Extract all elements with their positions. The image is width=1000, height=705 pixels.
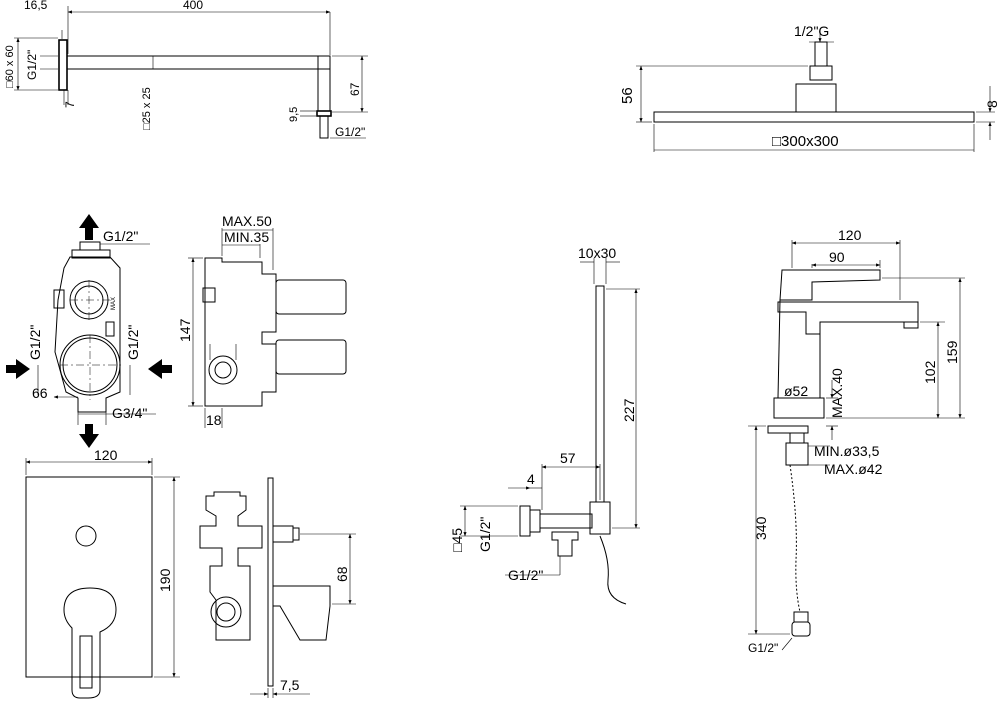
dim-159: 159 xyxy=(944,340,960,364)
dim-max-40: MAX.40 xyxy=(829,368,845,418)
dim-rail-g12-b: G1/2" xyxy=(508,567,543,583)
dim-rail-g12-a: G1/2" xyxy=(477,517,493,552)
dim-valve-g12-right: G1/2" xyxy=(125,325,141,360)
dim-18: 18 xyxy=(206,412,222,428)
hand-shower-rail: 10x30 227 57 4 □45 G1/2" G1/2" xyxy=(449,245,640,605)
dim-16-5: 16,5 xyxy=(24,0,48,12)
dim-7-5: 7,5 xyxy=(280,677,300,693)
valve-max-mark: MAX xyxy=(111,297,117,310)
dim-square-25: □25 x 25 xyxy=(141,87,153,130)
dim-4: 4 xyxy=(527,471,535,487)
dim-max-50: MAX.50 xyxy=(222,213,272,229)
dim-400: 400 xyxy=(183,0,203,12)
dim-340: 340 xyxy=(753,516,769,540)
dim-basin-90: 90 xyxy=(829,249,845,265)
dim-g12-wall: G1/2" xyxy=(25,50,39,80)
dim-102: 102 xyxy=(922,360,938,384)
valve-body-front: MAX G1/2" G1/2" G1/2" 66 G3/4" xyxy=(6,214,172,448)
dim-plate-120: 120 xyxy=(94,447,118,463)
dim-basin-120: 120 xyxy=(838,227,862,243)
dim-8: 8 xyxy=(984,100,1000,108)
dim-227: 227 xyxy=(621,398,637,422)
dim-min-35: MIN.35 xyxy=(224,229,269,245)
dim-56: 56 xyxy=(619,87,636,104)
dim-square-60: □60 x 60 xyxy=(4,45,16,88)
valve-body-side: MAX.50 MIN.35 147 18 xyxy=(177,213,347,428)
dim-57: 57 xyxy=(560,450,576,466)
dim-valve-g12-top: G1/2" xyxy=(103,228,138,244)
dim-190: 190 xyxy=(157,568,173,592)
dim-g12-outlet: G1/2" xyxy=(335,125,365,139)
dim-square-45: □45 xyxy=(449,528,465,552)
dim-7: 7 xyxy=(63,101,77,108)
dim-d52: ø52 xyxy=(784,383,808,399)
dim-square-300: □300x300 xyxy=(772,133,839,150)
dim-valve-g34: G3/4" xyxy=(112,405,147,421)
dim-valve-g12-left: G1/2" xyxy=(27,325,43,360)
dim-147: 147 xyxy=(177,318,193,342)
dim-9-5: 9,5 xyxy=(288,107,300,122)
dim-min-33-5: MIN.ø33,5 xyxy=(814,443,880,459)
basin-mixer-drawing: 120 90 159 102 ø52 MAX.40 MIN.ø33,5 MAX.… xyxy=(748,227,965,655)
dim-10x30: 10x30 xyxy=(578,245,616,261)
dim-68: 68 xyxy=(334,566,350,582)
dim-67: 67 xyxy=(348,82,362,96)
cover-plate-front: 120 190 xyxy=(25,447,180,699)
dim-max-42: MAX.ø42 xyxy=(824,461,883,477)
shower-head-drawing: 1/2"G 56 8 □300x300 xyxy=(619,23,1000,152)
dim-basin-g12: G1/2" xyxy=(748,641,778,655)
dim-head-g12: 1/2"G xyxy=(794,23,829,39)
dim-66: 66 xyxy=(32,385,48,401)
shower-arm-drawing: 16,5 400 □60 x 60 G1/2" 7 □25 x 25 9,5 6… xyxy=(4,0,368,139)
cover-plate-side: 68 7,5 xyxy=(199,477,356,698)
